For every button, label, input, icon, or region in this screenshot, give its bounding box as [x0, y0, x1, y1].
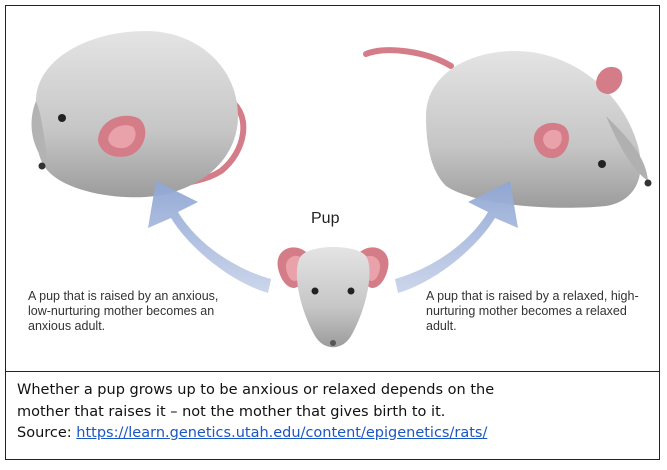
relaxed-mouse-tail: [366, 50, 451, 66]
caption-line-1: Whether a pup grows up to be anxious or …: [17, 380, 657, 402]
arrow-to-anxious-adult: [148, 181, 271, 293]
anxious-mouse-body: [36, 31, 238, 197]
pup-mouse: [278, 247, 389, 347]
source-label: Source:: [17, 425, 76, 441]
figure-caption: Whether a pup grows up to be anxious or …: [17, 380, 657, 445]
figure-frame: Pup A pup that is raised by an anxious, …: [5, 5, 660, 460]
illustration-panel: Pup A pup that is raised by an anxious, …: [6, 6, 659, 372]
anxious-adult-mouse: [32, 31, 244, 197]
caption-source: Source: https://learn.genetics.utah.edu/…: [17, 423, 657, 445]
pup-label: Pup: [311, 210, 339, 228]
source-link[interactable]: https://learn.genetics.utah.edu/content/…: [76, 425, 487, 441]
pup-body: [297, 247, 370, 347]
anxious-outcome-text: A pup that is raised by an anxious, low-…: [28, 289, 243, 334]
caption-line-2: mother that raises it – not the mother t…: [17, 402, 657, 424]
relaxed-outcome-text: A pup that is raised by a relaxed, high-…: [426, 289, 646, 334]
arrow-to-relaxed-adult: [395, 181, 518, 293]
